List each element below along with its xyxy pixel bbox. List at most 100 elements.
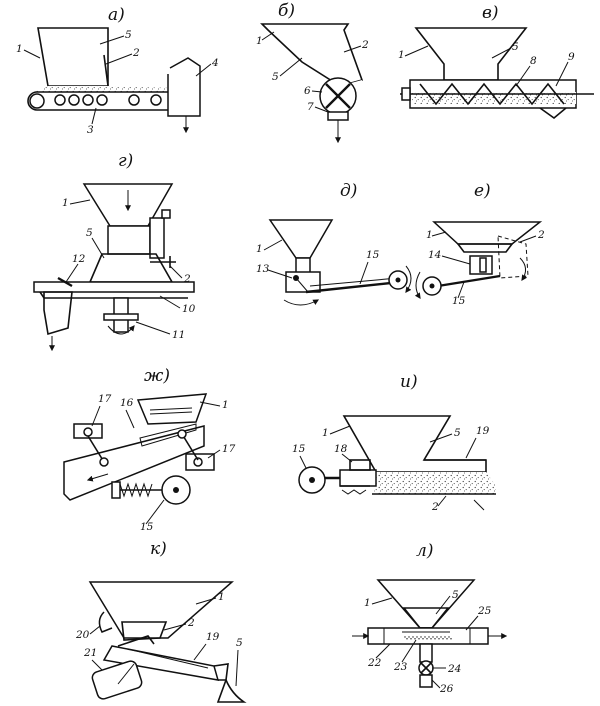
panel-d-title: д) — [340, 181, 357, 201]
panel-a-roller — [54, 94, 66, 106]
panel-l-title: л) — [416, 541, 433, 561]
panel-g-disc — [33, 281, 195, 293]
panel-a-roller — [68, 94, 80, 106]
panel-g-label: 11 — [172, 329, 185, 341]
panel-e-label: 14 — [428, 249, 441, 261]
panel-a-title: а) — [108, 5, 125, 25]
panel-l-label: 26 — [439, 683, 454, 695]
panel-zh-label: 17 — [98, 393, 112, 405]
panel-l-label: 1 — [364, 597, 371, 609]
panel-k-material — [121, 621, 168, 641]
panel-k-label: 21 — [83, 647, 97, 659]
panel-k-label: 2 — [187, 617, 195, 629]
panel-l-label: 22 — [367, 657, 382, 669]
panel-v-hopper — [414, 27, 528, 81]
panel-l-label: 23 — [393, 661, 408, 673]
panel-g-disc-feeder: г) 1 5 2 12 10 11 — [33, 151, 196, 352]
panel-g-rotation-arrow — [107, 325, 135, 335]
panel-g-label: 5 — [86, 227, 93, 239]
panel-k-label: 5 — [236, 637, 243, 649]
panel-g-label: 2 — [183, 273, 191, 285]
panel-a-belt-feeder: а) 1 5 2 4 3 — [16, 5, 219, 136]
panel-k-label: 20 — [75, 629, 90, 641]
panel-i-hatched-block — [349, 459, 371, 471]
panel-g-label: 1 — [62, 197, 69, 209]
panel-e-rotation-arrow — [519, 257, 528, 281]
panel-v-label: 1 — [398, 49, 405, 61]
panel-g-bracket — [149, 217, 165, 259]
panel-a-label: 3 — [87, 124, 94, 136]
panel-b-outlet — [327, 111, 349, 121]
panel-b-label: 7 — [307, 101, 314, 113]
panel-zh-spring — [119, 482, 153, 498]
panel-d-shutter — [285, 271, 321, 293]
panel-b-rotor-blade — [325, 83, 351, 109]
panel-g-sleeve — [107, 225, 151, 255]
panel-v-label: 9 — [568, 51, 575, 63]
panel-b-rotary-feeder: б) 1 2 5 6 7 — [256, 1, 369, 144]
panel-e-label: 2 — [537, 229, 545, 241]
panel-a-roller — [150, 94, 162, 106]
panel-g-scraper — [57, 276, 73, 288]
panel-zh-label: 17 — [222, 443, 236, 455]
panel-k-motor-cap — [98, 611, 113, 633]
panel-l-hopper — [376, 579, 476, 629]
panel-l-valve-stem — [419, 643, 433, 663]
panel-v-screw-feeder: в) 1 5 8 9 — [398, 3, 594, 120]
panel-zh-flow-arrow — [86, 473, 109, 482]
panel-a-chute — [167, 57, 201, 117]
panel-a-roller — [128, 94, 140, 106]
panel-i-plunger-feeder: и) 1 5 19 15 18 2 — [292, 372, 496, 513]
panel-d-label: 15 — [366, 249, 380, 261]
panel-i-label: 15 — [292, 443, 306, 455]
panel-l-label: 25 — [477, 605, 492, 617]
panel-e-label: 1 — [426, 229, 433, 241]
panel-e-title: е) — [474, 181, 491, 201]
panel-d-crank-feeder: д) 1 13 15 — [256, 181, 412, 306]
panel-i-title: и) — [400, 372, 418, 392]
panel-b-label: 6 — [304, 85, 311, 97]
panel-v-bearing — [401, 87, 411, 101]
panel-i-label: 18 — [334, 443, 348, 455]
panel-v-title: в) — [482, 3, 499, 23]
panel-zh-label: 1 — [222, 399, 229, 411]
panel-zh-left-hanger — [87, 435, 105, 463]
panel-g-gear — [103, 313, 139, 321]
panel-d-rotation-arrow — [405, 265, 412, 293]
panel-zh-right-hanger — [181, 433, 199, 461]
panel-k-discharge — [216, 677, 247, 703]
panel-d-swing-arrow — [283, 299, 320, 306]
panel-v-screw — [419, 82, 565, 106]
panel-v-outlet — [539, 107, 567, 120]
panel-a-gate — [103, 54, 109, 87]
panel-v-label: 5 — [512, 41, 519, 53]
panel-g-label: 10 — [182, 303, 196, 315]
panel-e-sector-feeder: е) 1 2 14 15 — [414, 181, 545, 307]
panel-a-label: 2 — [132, 47, 140, 59]
panel-zh-title: ж) — [144, 366, 170, 386]
panel-g-label: 12 — [72, 253, 86, 265]
panel-b-label: 1 — [256, 35, 263, 47]
panel-i-plunger — [339, 469, 377, 487]
panel-a-label: 5 — [125, 29, 132, 41]
panel-a-pulley-left — [29, 93, 45, 109]
panel-d-label: 1 — [256, 243, 263, 255]
panel-d-hopper — [268, 219, 334, 259]
panel-zh-vibrating-feeder: ж) 17 16 1 17 15 — [63, 366, 236, 533]
panel-e-rod — [437, 274, 501, 288]
panel-k-electromagnet — [91, 660, 143, 700]
panel-e-material — [456, 243, 514, 253]
panel-a-label: 1 — [16, 43, 23, 55]
panel-b-label: 5 — [272, 71, 279, 83]
panel-i-label: 5 — [454, 427, 461, 439]
panel-b-label: 2 — [361, 39, 369, 51]
panel-d-connecting-rod — [305, 280, 401, 294]
panel-k-hopper — [88, 581, 234, 639]
panel-zh-label: 16 — [120, 397, 134, 409]
panel-a-roller — [82, 94, 94, 106]
panel-e-label: 15 — [452, 295, 466, 307]
panel-g-title: г) — [118, 151, 133, 171]
panel-i-label: 19 — [476, 425, 490, 437]
